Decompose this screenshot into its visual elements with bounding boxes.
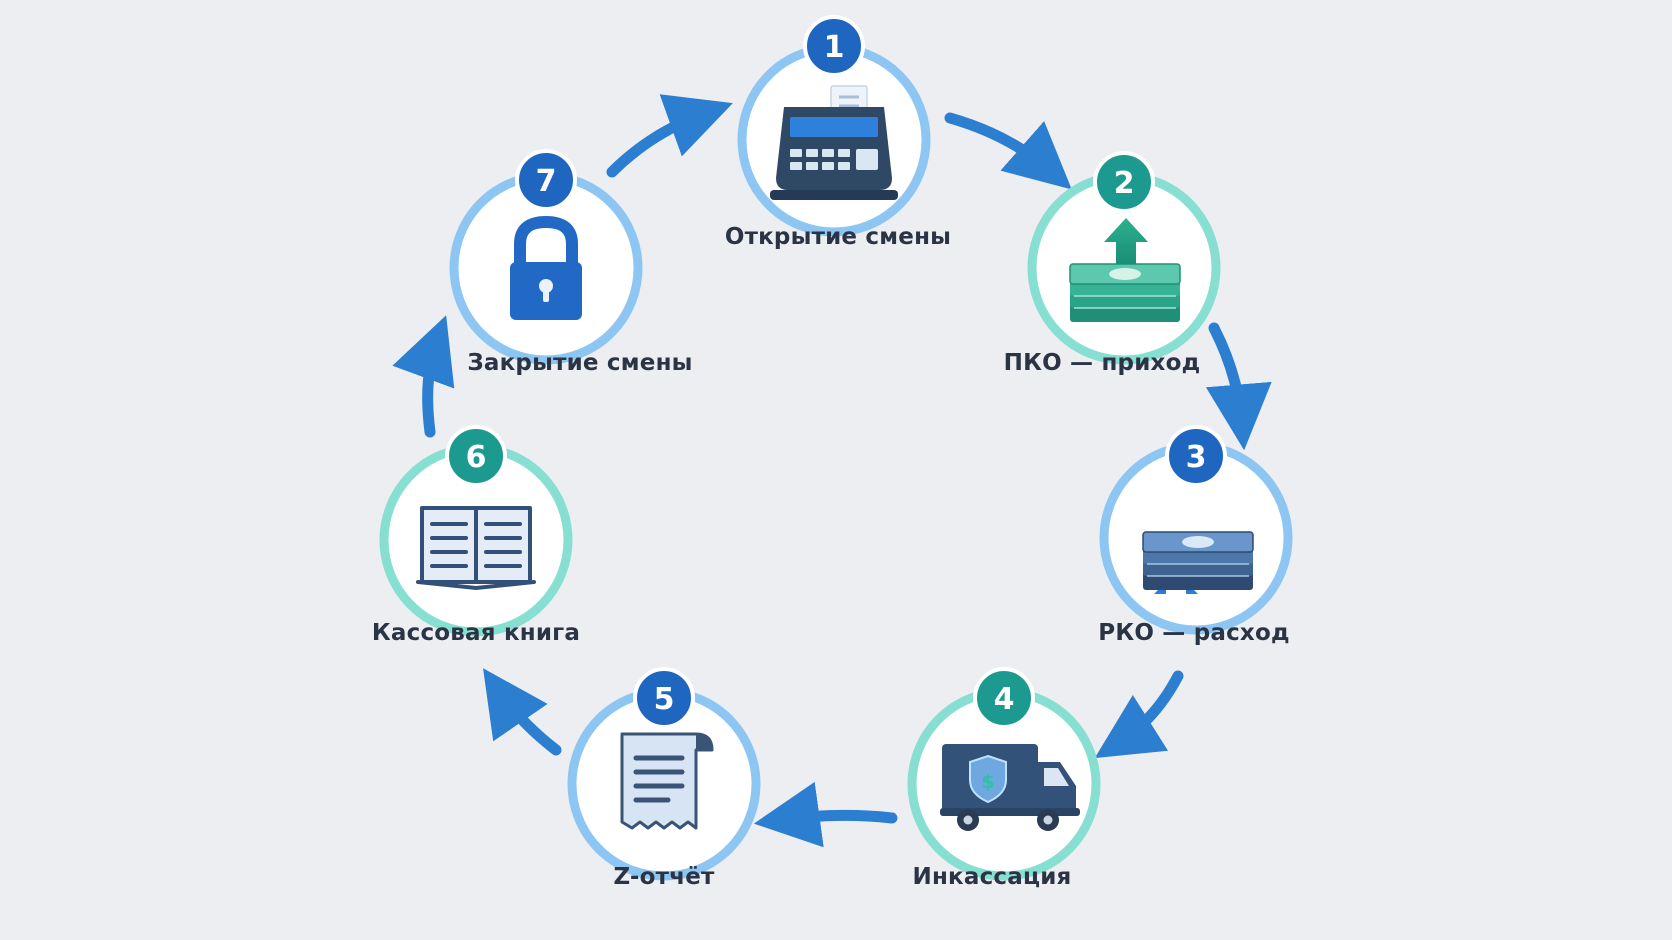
- step-badge-3: [1165, 425, 1227, 487]
- arrow-3-to-4: [1094, 670, 1184, 759]
- step-node-7: 7: [449, 149, 643, 365]
- padlock-icon: [510, 215, 582, 320]
- step-label-4: Инкассация: [912, 864, 1072, 890]
- step-number-3: 3: [1186, 440, 1207, 475]
- step-label-1: Открытие смены: [724, 224, 952, 250]
- step-badge-6: [445, 425, 507, 487]
- armored-truck-icon: $: [940, 744, 1080, 831]
- arrow-6-to-7: [392, 315, 455, 438]
- open-book-icon: [416, 506, 536, 591]
- step-label-5: Z-отчёт: [613, 864, 715, 890]
- arrow-1-to-2: [944, 112, 1072, 190]
- arrow-4-to-5: [753, 781, 898, 848]
- step-number-2: 2: [1114, 166, 1135, 201]
- arrow-7-to-1: [606, 94, 733, 178]
- money-expense-icon: [1142, 531, 1254, 594]
- receipt-icon: [620, 732, 714, 830]
- svg-text:$: $: [981, 771, 994, 793]
- money-income-icon: [1069, 218, 1181, 322]
- step-label-7: Закрытие смены: [467, 350, 693, 376]
- step-number-6: 6: [466, 440, 487, 475]
- cycle-arrows: [392, 94, 1272, 848]
- step-label-2: ПКО — приход: [1003, 350, 1201, 376]
- arrow-2-to-3: [1205, 322, 1272, 451]
- step-label-3: РКО — расход: [1098, 620, 1290, 646]
- step-badge-7: [515, 149, 577, 211]
- step-number-7: 7: [536, 164, 557, 199]
- step-badge-4: [973, 667, 1035, 729]
- step-number-5: 5: [654, 682, 675, 717]
- cash-register-icon: [770, 85, 898, 200]
- step-label-6: Кассовая книга: [371, 620, 581, 646]
- step-number-4: 4: [994, 682, 1015, 717]
- step-node-3: 3: [1099, 425, 1293, 635]
- step-badge-2: [1093, 151, 1155, 213]
- step-badge-5: [633, 667, 695, 729]
- arrow-5-to-6: [483, 668, 562, 756]
- step-badge-1: [803, 15, 865, 77]
- step-number-1: 1: [824, 30, 845, 65]
